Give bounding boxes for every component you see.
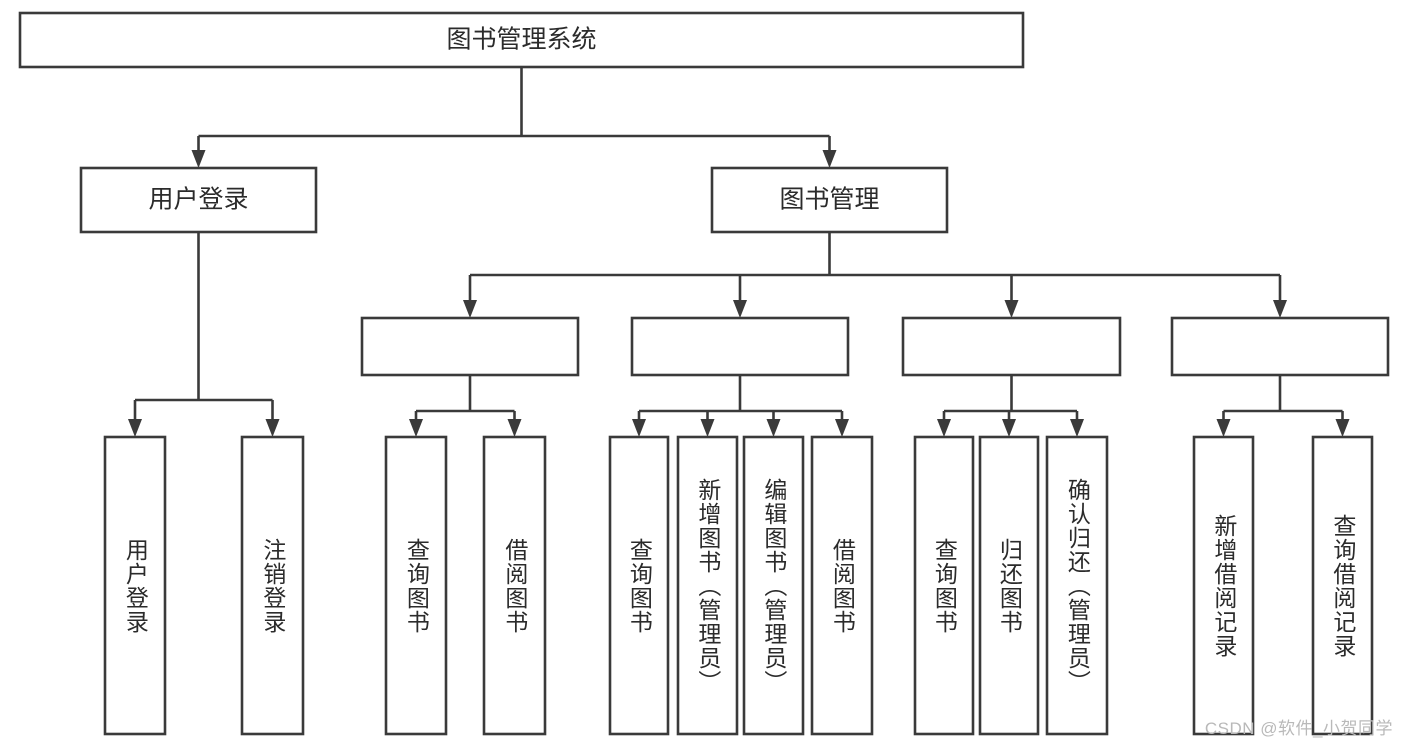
node-borrow-record[interactable] bbox=[1170, 316, 1390, 377]
node-book-borrow[interactable] bbox=[630, 316, 850, 377]
node-leaf-query-book-1[interactable] bbox=[384, 435, 448, 736]
node-leaf-query-borrow-record[interactable] bbox=[1311, 435, 1374, 736]
node-leaf-logout-login[interactable] bbox=[240, 435, 305, 736]
arrow-head-icon bbox=[507, 419, 522, 437]
node-root[interactable]: 图书管理系统 bbox=[18, 11, 1025, 69]
node-book-manage-label: 图书管理 bbox=[779, 186, 879, 214]
arrow-head-icon bbox=[937, 419, 951, 437]
arrow-head-icon bbox=[632, 419, 646, 437]
node-leaf-edit-book-admin[interactable] bbox=[742, 435, 805, 736]
arrow-head-icon bbox=[191, 150, 206, 168]
node-leaf-confirm-return-admin[interactable] bbox=[1045, 435, 1109, 736]
node-current-borrow[interactable] bbox=[901, 316, 1122, 377]
node-user-login[interactable]: 用户登录 bbox=[79, 166, 318, 234]
node-user-login-label: 用户登录 bbox=[148, 186, 248, 214]
arrow-head-icon bbox=[835, 419, 849, 437]
node-leaf-query-book-3[interactable] bbox=[913, 435, 975, 736]
arrow-head-icon bbox=[700, 419, 715, 437]
watermark: CSDN @软件_小贺同学 bbox=[1204, 719, 1393, 738]
node-leaf-borrow-book-1[interactable] bbox=[482, 435, 547, 736]
node-book-manage[interactable]: 图书管理 bbox=[710, 166, 949, 234]
node-leaf-user-login[interactable] bbox=[103, 435, 167, 736]
node-leaf-return-book[interactable] bbox=[978, 435, 1040, 736]
arrow-head-icon bbox=[1070, 419, 1084, 437]
arrow-head-icon bbox=[766, 419, 781, 437]
arrow-head-icon bbox=[1004, 300, 1019, 318]
node-leaf-query-book-2[interactable] bbox=[608, 435, 670, 736]
arrow-head-icon bbox=[822, 150, 837, 168]
arrow-head-icon bbox=[1216, 419, 1231, 437]
arrow-head-icon bbox=[409, 419, 423, 437]
node-leaf-borrow-book-2[interactable] bbox=[810, 435, 874, 736]
arrow-head-icon bbox=[1273, 300, 1287, 318]
arrow-head-icon bbox=[128, 419, 142, 437]
connector-layer bbox=[128, 67, 1350, 437]
arrow-head-icon bbox=[265, 419, 280, 437]
arrow-head-icon bbox=[1335, 419, 1350, 437]
node-leaf-add-borrow-record[interactable] bbox=[1192, 435, 1255, 736]
arrow-head-icon bbox=[463, 300, 477, 318]
arrow-head-icon bbox=[733, 300, 747, 318]
node-leaf-add-book-admin[interactable] bbox=[676, 435, 739, 736]
node-new-book-recommend[interactable] bbox=[360, 316, 580, 377]
node-root-label: 图书管理系统 bbox=[446, 26, 596, 54]
arrow-head-icon bbox=[1002, 419, 1016, 437]
